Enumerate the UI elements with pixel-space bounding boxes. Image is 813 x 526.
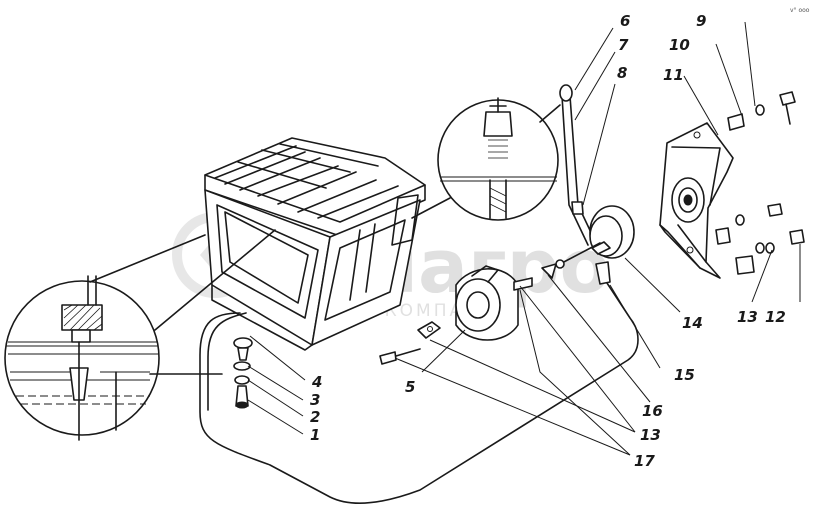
callout-13-bottom: 13: [640, 426, 661, 444]
callout-17: 17: [634, 452, 655, 470]
tractor-cab: [204, 137, 426, 351]
callout-12: 12: [765, 308, 786, 326]
detail-circle-nozzle: [411, 97, 561, 221]
part-10-spacer: [727, 113, 745, 131]
part-9-washer: [755, 104, 765, 116]
pump-outlet: [466, 291, 490, 319]
nozzle-leader: [411, 197, 451, 219]
callout-5: 5: [405, 378, 415, 396]
callout-labels: 1 2 3 4 5 6 7 8 9 10 11 12 13 13 14 15 1…: [310, 12, 786, 470]
detail-circle-tank: [4, 229, 276, 441]
part-13-sleeve: [735, 255, 755, 275]
cab-rear-window: [391, 194, 419, 246]
screw-17: [379, 351, 397, 365]
callout-3: 3: [310, 391, 320, 409]
mounting-plate: [659, 122, 734, 279]
fasteners-9-10-12-13: [715, 91, 805, 275]
detail-leader-lower: [89, 234, 206, 283]
cab-side-window: [324, 219, 406, 321]
callout-1: 1: [310, 426, 320, 444]
detail-leader-upper: [154, 229, 276, 331]
cab-side: [311, 199, 421, 346]
callout-9: 9: [696, 12, 706, 30]
callout-8: 8: [617, 64, 627, 82]
nozzle-arm: [559, 84, 584, 215]
part-4-cap: [233, 337, 253, 349]
corner-note: v° ooo: [790, 7, 810, 14]
callout-16: 16: [642, 402, 663, 420]
callout-leaders: [247, 21, 801, 456]
part-2-washer: [234, 375, 250, 385]
part-12-bolt-lower: [789, 229, 805, 245]
part-3-gasket: [233, 361, 251, 371]
callout-14: 14: [682, 314, 703, 332]
callout-13-right: 13: [737, 308, 758, 326]
pump-bracket: [417, 321, 441, 339]
tank-fitting-stack: [233, 337, 253, 409]
part-12-bolt-top: [779, 91, 796, 106]
washer-pump: [379, 265, 533, 365]
pump-bolt: [513, 277, 533, 291]
supply-hose: [199, 279, 639, 504]
detail-circle-outline: [4, 280, 160, 436]
washer-motor: [541, 205, 635, 285]
callout-7: 7: [618, 36, 629, 54]
part-10-spacer-lower: [715, 227, 731, 245]
callout-11: 11: [663, 66, 684, 84]
callout-10: 10: [669, 36, 690, 54]
part-6-nozzle-head: [559, 84, 573, 102]
washer-nozzle: [483, 111, 513, 137]
washer-hoses: [199, 95, 639, 504]
cab-roof: [204, 137, 426, 223]
cab-front-window: [216, 204, 319, 319]
callout-4: 4: [311, 373, 322, 391]
part-16-clip: [541, 263, 557, 279]
part-8-clamp: [571, 201, 584, 215]
part-13-nut: [755, 242, 765, 254]
callout-2: 2: [310, 408, 320, 426]
callout-15: 15: [674, 366, 695, 384]
part-15-fitting: [595, 261, 611, 285]
callout-6: 6: [620, 12, 630, 30]
